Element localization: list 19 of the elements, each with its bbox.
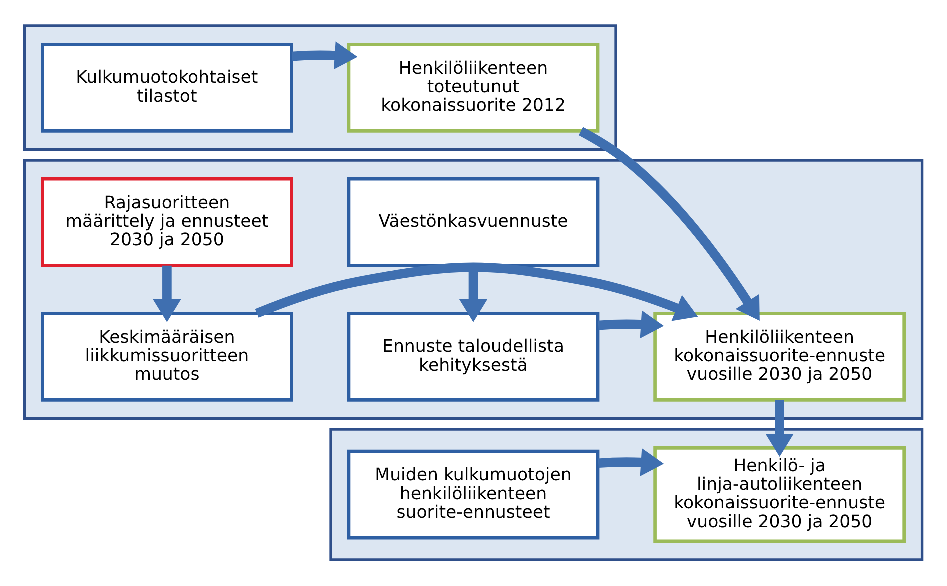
node-box: Kulkumuotokohtaiset tilastot [41, 42, 294, 133]
arrow [578, 127, 760, 322]
arrow [766, 400, 794, 458]
cluster [23, 159, 924, 420]
node-box: Keskimääräisen liikkumissuoritteen muutos [41, 312, 294, 402]
cluster [330, 428, 924, 562]
node-box: Rajasuoritteen määrittely ja ennusteet 2030 ja 2050 [41, 177, 294, 268]
cluster [23, 24, 618, 152]
node-box: Henkilö- ja linja-autoliikenteen kokonaissuorite-ennuste vuosille 2030 ja 2050 [654, 446, 906, 544]
arrow [153, 266, 182, 322]
arrow [292, 42, 358, 70]
node-box: Ennuste taloudellista kehityksestä [347, 312, 600, 402]
arrow [255, 262, 698, 322]
arrow [598, 448, 664, 477]
node-box: Henkilöliikenteen toteutunut kokonaissuorite 2012 [347, 42, 600, 133]
node-box: Henkilöliikenteen kokonaissuorite-ennuste vuosille 2030 ja 2050 [654, 312, 906, 402]
node-box: Muiden kulkumuotojen henkilöliikenteen suorite-ennusteet [347, 450, 600, 540]
node-box: Väestönkasvuennuste [347, 177, 600, 268]
arrow [598, 310, 664, 339]
